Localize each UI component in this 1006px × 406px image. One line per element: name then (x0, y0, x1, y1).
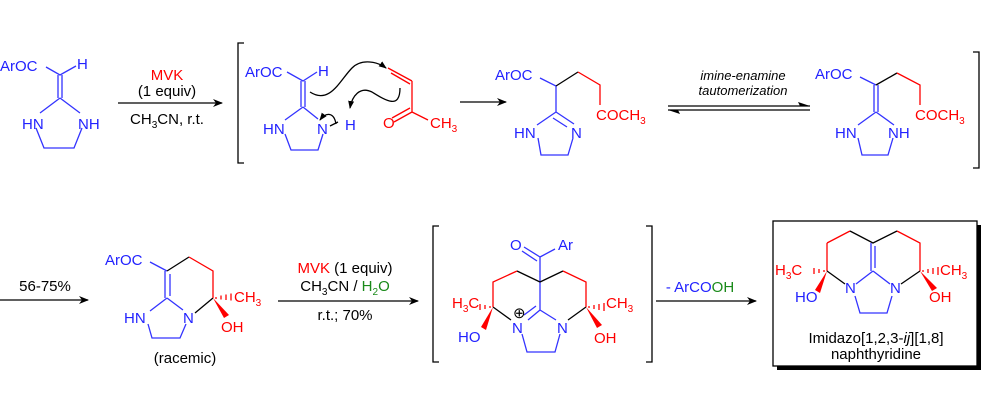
oh-label: OH (929, 289, 952, 306)
wedge-bond-right (920, 271, 937, 291)
mvk-reagent: MVK (151, 67, 184, 84)
n-label-1: N (845, 280, 856, 297)
ho-label: HO (458, 329, 481, 346)
nh-h-label: H (345, 117, 356, 134)
wedge-bond-left (815, 271, 827, 293)
ch3-label: CH3 (940, 262, 968, 282)
hashed-bond-left (479, 304, 491, 310)
wedge-bond-right (586, 307, 602, 328)
h-label: H (77, 56, 88, 73)
coch3-label: COCH3 (596, 107, 646, 127)
aroc-label: ArOC (105, 252, 143, 269)
conditions-label: r.t.; 70% (317, 307, 372, 324)
equilibrium-arrow: imine-enamine tautomerization (668, 68, 810, 114)
hn-label: HN (22, 116, 44, 133)
product-name-line-1: Imidazo[1,2,3-ij][1,8] (808, 330, 943, 347)
final-product-box: H3C HO N N CH3 OH Imidazo[1,2,3-ij][1,8]… (772, 220, 981, 370)
conditions-label: CH3CN, r.t. (130, 111, 204, 131)
hn-label: HN (835, 125, 857, 142)
hn-label: HN (124, 310, 146, 327)
coch3-label: COCH3 (915, 107, 965, 127)
bicyclic-hemiaminal: ArOC CH3 OH HN N (racemic) (105, 252, 262, 367)
ch3-label: CH3 (430, 115, 458, 135)
ho-label: HO (795, 289, 818, 306)
bracket-right-1 (973, 51, 980, 169)
equiv-label: (1 equiv) (138, 83, 196, 100)
aroc-label: ArOC (245, 64, 283, 81)
n-label: N (557, 320, 568, 337)
bracket-left-2 (432, 225, 439, 363)
reaction-arrow-5: - ArCOOH (656, 279, 757, 305)
nh-label: NH (888, 125, 910, 142)
solvent-label: CH3CN / H2O (300, 278, 389, 298)
ch3-label: CH3 (606, 295, 634, 315)
hashed-bond-right (588, 303, 605, 311)
curved-arrow-proton (348, 87, 401, 109)
aroc-label: ArOC (815, 66, 853, 83)
bracket-left-1 (237, 42, 244, 164)
hashed-bond-right (922, 267, 939, 275)
n-label: N (317, 121, 328, 138)
hashed-bond-left (813, 268, 825, 274)
enamine-intermediate: ArOC HN NH COCH3 (815, 66, 965, 156)
reaction-arrow-1: MVK (1 equiv) CH3CN, r.t. (118, 67, 223, 131)
h3c-label: H3C (452, 295, 479, 315)
curved-arrow-nh (319, 112, 337, 125)
aroc-label: ArOC (0, 58, 38, 75)
n-label-2: N (890, 280, 901, 297)
nh-label: NH (78, 116, 100, 133)
michael-transition-state: ArOC H HN N H O CH3 (245, 61, 458, 151)
n-label: N (571, 125, 582, 142)
positive-charge: ⊕ (513, 305, 526, 322)
reaction-arrow-3: 56-75% (0, 278, 89, 304)
ch3-label: CH3 (234, 289, 262, 309)
hn-label: HN (263, 121, 285, 138)
n-label: N (183, 310, 194, 327)
starting-ketene-aminal: ArOC H HN NH (0, 56, 100, 149)
ar-label: Ar (558, 237, 573, 254)
wedge-bond (213, 298, 229, 318)
o-label: O (510, 237, 522, 254)
imine-intermediate: ArOC HN N COCH3 (495, 67, 646, 156)
h-label: H (318, 63, 329, 80)
product-name-line-2: naphthyridine (831, 346, 921, 363)
hashed-bond (215, 293, 232, 301)
tautomerization-label-1: imine-enamine (700, 68, 785, 83)
iminium-n-label: N (512, 320, 523, 337)
iminium-intermediate: O Ar H3C HO N ⊕ N CH3 OH (452, 237, 634, 353)
racemic-label: (racemic) (154, 350, 217, 367)
curved-arrow-enamine (309, 61, 387, 97)
oh-label: OH (221, 319, 244, 336)
bracket-right-2 (646, 225, 653, 363)
o-label: O (383, 115, 395, 132)
oh-label: OH (594, 330, 617, 347)
wedge-bond-left (481, 307, 493, 330)
mvk-conditions: MVK (1 equiv) (297, 260, 392, 277)
yield-label: 56-75% (19, 278, 71, 295)
hn-label: HN (514, 125, 536, 142)
aroc-label: ArOC (495, 67, 533, 84)
reaction-arrow-4: MVK (1 equiv) CH3CN / H2O r.t.; 70% (278, 260, 419, 324)
h3c-label: H3C (775, 262, 802, 282)
tautomerization-label-2: tautomerization (699, 83, 788, 98)
elimination-label: - ArCOOH (666, 279, 734, 296)
